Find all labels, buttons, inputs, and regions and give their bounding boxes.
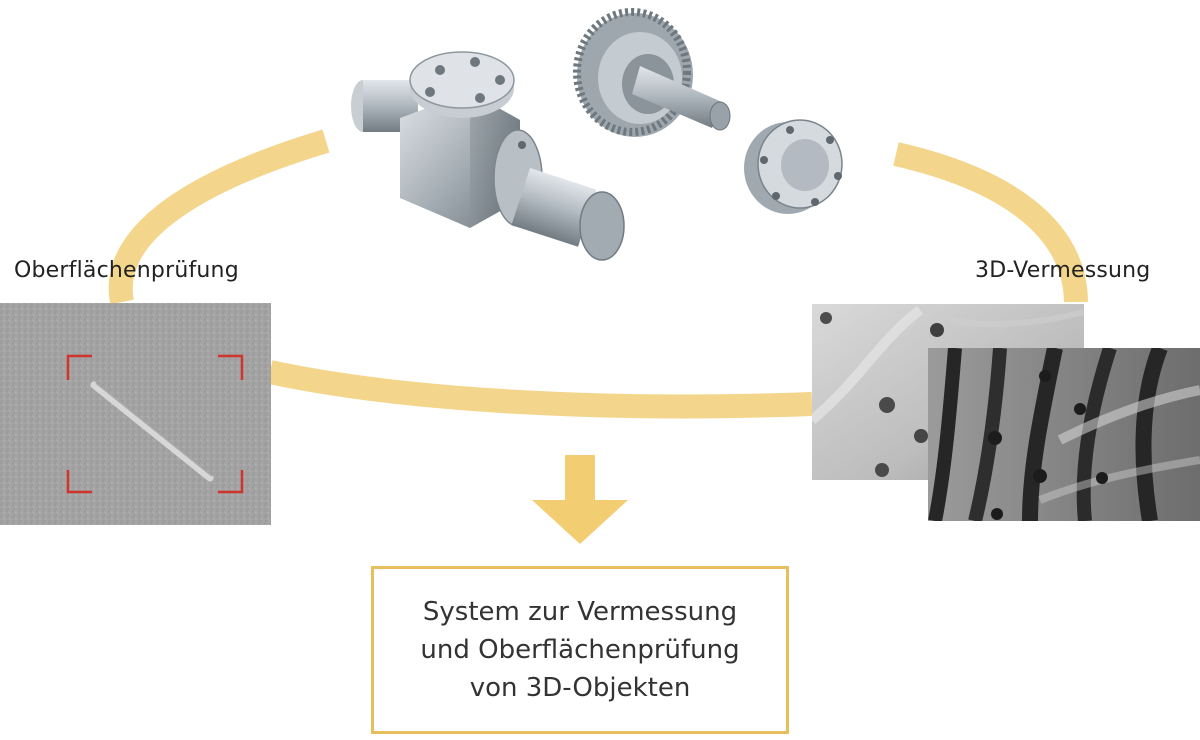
ring-arc-left	[108, 129, 330, 305]
3d-measurement-label: 3D-Vermessung	[975, 258, 1151, 283]
stripe-projection-image-2	[928, 348, 1200, 521]
pipe-valve-part	[351, 51, 625, 261]
result-line-3: von 3D-Objekten	[469, 673, 691, 703]
cycle-ring	[108, 129, 1088, 419]
down-arrow-icon	[532, 455, 628, 544]
result-line-2: und Oberflächenprüfung	[420, 635, 740, 665]
gear-shaft-part	[573, 8, 731, 137]
surface-scratch-image	[0, 303, 271, 525]
ring-arc-right	[893, 142, 1088, 303]
scratch-frame-markers	[66, 354, 244, 494]
ring-arc-bottom	[267, 360, 813, 419]
flange-part	[744, 119, 843, 214]
result-system-box: System zur Vermessung und Oberflächenprü…	[371, 566, 789, 734]
surface-inspection-label: Oberflächenprüfung	[14, 258, 239, 283]
result-line-1: System zur Vermessung	[422, 597, 738, 627]
